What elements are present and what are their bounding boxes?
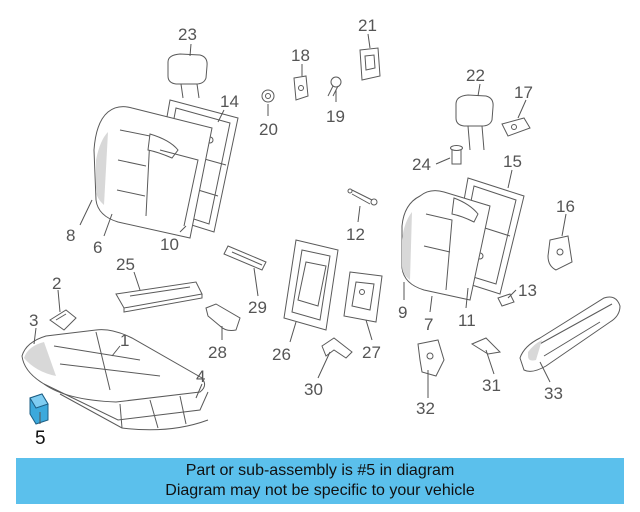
callout-20: 20 [259,120,278,139]
part-25-panel [115,281,203,313]
part-31-bracket [470,337,502,355]
callout-32: 32 [416,399,435,418]
part-20-grommet [261,89,275,103]
callout-26: 26 [272,345,291,364]
part-2-clip [49,309,77,331]
leader-lines [33,33,567,424]
part-6-backrest-cover [93,106,213,239]
part-18-bracket [293,75,309,101]
part-22-headrest [455,94,494,151]
callout-27: 27 [362,343,381,362]
callout-33: 33 [544,384,563,403]
callout-24: 24 [412,155,431,174]
callout-25: 25 [116,255,135,274]
callout-2: 2 [52,274,61,293]
callout-21: 21 [358,16,377,35]
info-banner: Part or sub-assembly is #5 in diagram Di… [16,458,624,504]
callout-19: 19 [326,107,345,126]
callout-8: 8 [66,226,75,245]
part-33-bolster [519,296,621,372]
callout-1: 1 [120,331,129,350]
callout-4: 4 [196,367,205,386]
part-28-cover [205,303,241,331]
callout-17: 17 [514,83,533,102]
callout-9: 9 [398,303,407,322]
callout-10: 10 [160,235,179,254]
callout-22: 22 [466,66,485,85]
banner-line-1: Part or sub-assembly is #5 in diagram [185,462,455,479]
part-5-highlighted[interactable] [29,393,49,425]
callout-5: 5 [35,428,46,449]
callout-31: 31 [482,376,501,395]
part-29-trim [223,245,267,271]
callout-28: 28 [208,343,227,362]
callout-13: 13 [518,281,537,300]
part-23-headrest [167,53,208,99]
part-32-hinge [417,339,445,377]
callout-16: 16 [556,197,575,216]
part-27-plate [343,271,383,323]
part-21-latch [359,47,381,81]
callout-6: 6 [93,238,102,257]
callout-23: 23 [178,25,197,44]
callout-29: 29 [248,298,267,317]
part-30-hook [321,337,353,359]
part-17-latch [501,117,531,137]
callout-3: 3 [29,311,38,330]
parts-diagram: 23 14 8 6 10 18 21 19 20 22 17 24 15 16 … [21,16,621,449]
part-26-frame [283,239,339,331]
part-24-guide [450,145,463,165]
part-12-screw [347,188,378,206]
callout-15: 15 [503,152,522,171]
part-16-bracket [547,235,573,271]
callout-18: 18 [291,46,310,65]
part-7-backrest-cover [401,190,491,301]
part-1-seat-cushion [21,329,209,431]
part-13-clip [497,293,515,307]
callout-12: 12 [346,225,365,244]
callout-14: 14 [220,92,239,111]
callout-numbers: 23 14 8 6 10 18 21 19 20 22 17 24 15 16 … [29,16,575,449]
callout-11: 11 [458,311,476,330]
callout-7: 7 [424,315,433,334]
callout-30: 30 [304,380,323,399]
part-19-bolt [327,76,342,97]
banner-line-2: Diagram may not be specific to your vehi… [165,482,475,499]
